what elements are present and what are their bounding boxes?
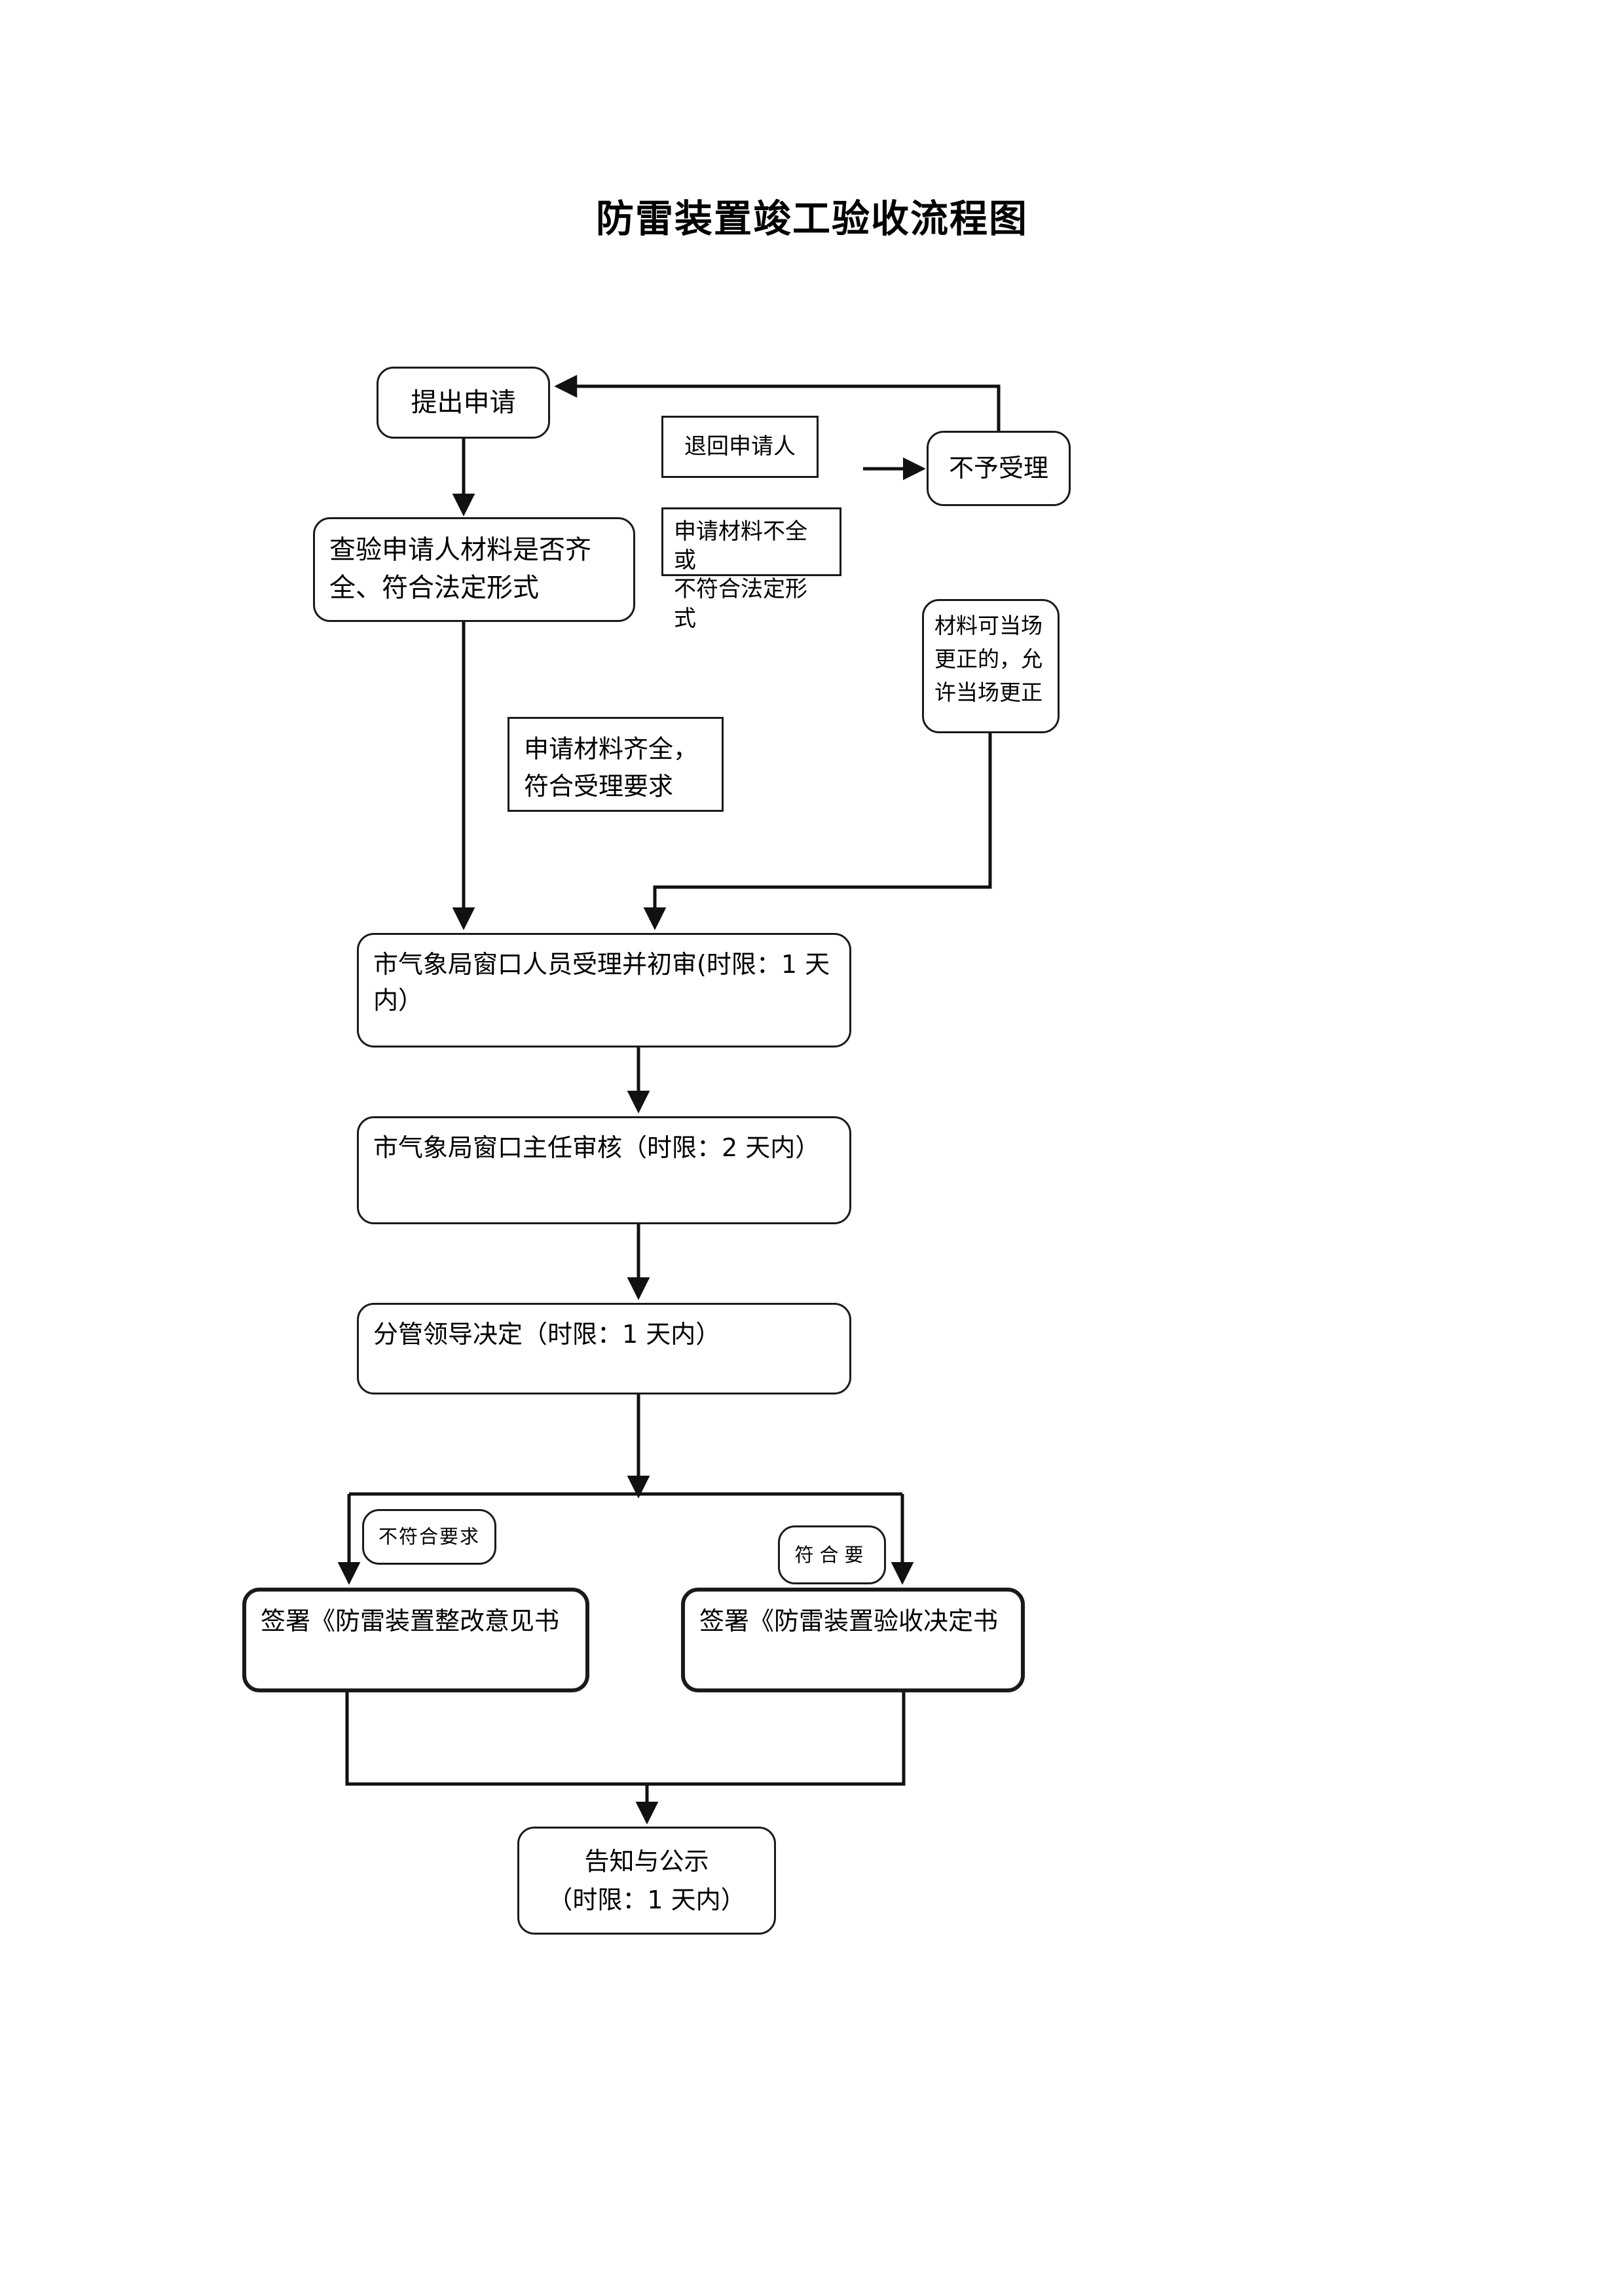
node-submit-application[interactable]: 提出申请 xyxy=(377,367,550,439)
node-label: 符合要 xyxy=(794,1543,870,1566)
node-label: 查验申请人材料是否齐全、符合法定形式 xyxy=(329,535,591,603)
node-leader-decision[interactable]: 分管领导决定（时限：1 天内） xyxy=(357,1303,851,1394)
node-label-conforming[interactable]: 符合要 xyxy=(778,1525,886,1584)
node-label: 申请材料齐全， 符合受理要求 xyxy=(524,735,699,801)
node-sign-acceptance-decision[interactable]: 签署《防雷装置验收决定书 xyxy=(681,1588,1025,1692)
node-sign-rectification-opinion[interactable]: 签署《防雷装置整改意见书 xyxy=(242,1588,589,1692)
node-label: 申请材料不全或 不符合法定形式 xyxy=(674,519,807,632)
node-check-applicant-materials[interactable]: 查验申请人材料是否齐全、符合法定形式 xyxy=(313,517,635,622)
node-label: 签署《防雷装置验收决定书 xyxy=(699,1607,999,1635)
node-window-director-review[interactable]: 市气象局窗口主任审核（时限：2 天内） xyxy=(357,1116,851,1224)
node-reject-acceptance[interactable]: 不予受理 xyxy=(927,431,1071,506)
edge-rectify-to-merge xyxy=(345,1692,647,1786)
node-label: 材料可当场 更正的，允 许当场更正 xyxy=(934,613,1043,706)
node-label: 市气象局窗口人员受理并初审(时限：1 天内） xyxy=(373,950,830,1015)
node-label: 分管领导决定（时限：1 天内） xyxy=(373,1320,721,1349)
node-label: 不予受理 xyxy=(948,453,1048,483)
node-label: 告知与公示 （时限：1 天内） xyxy=(547,1846,746,1914)
node-label: 签署《防雷装置整改意见书 xyxy=(261,1607,560,1635)
page-title: 防雷装置竣工验收流程图 xyxy=(595,196,1028,241)
node-notify-and-publish[interactable]: 告知与公示 （时限：1 天内） xyxy=(517,1827,776,1935)
node-onsite-correction-allowed[interactable]: 材料可当场 更正的，允 许当场更正 xyxy=(922,599,1060,733)
node-label: 退回申请人 xyxy=(684,433,796,460)
node-label: 市气象局窗口主任审核（时限：2 天内） xyxy=(373,1133,821,1162)
node-materials-complete[interactable]: 申请材料齐全， 符合受理要求 xyxy=(507,717,724,812)
node-label: 不符合要求 xyxy=(378,1525,480,1548)
node-materials-incomplete[interactable]: 申请材料不全或 不符合法定形式 xyxy=(661,507,841,632)
node-return-to-applicant[interactable]: 退回申请人 xyxy=(661,416,819,478)
node-window-staff-review[interactable]: 市气象局窗口人员受理并初审(时限：1 天内） xyxy=(357,933,851,1048)
node-label-non-conforming[interactable]: 不符合要求 xyxy=(362,1509,496,1565)
node-label: 提出申请 xyxy=(411,388,516,418)
edge-accept-to-merge xyxy=(647,1692,906,1786)
